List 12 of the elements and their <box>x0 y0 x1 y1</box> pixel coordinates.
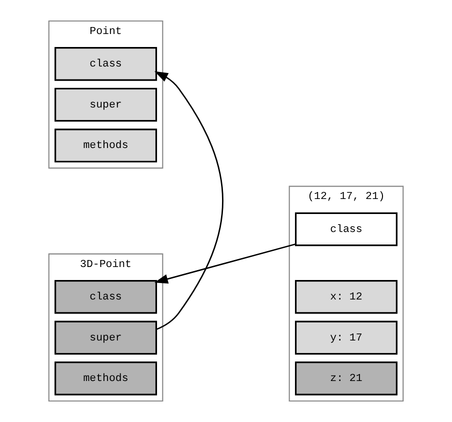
arrow <box>154 71 224 330</box>
node-box: methods <box>54 362 158 396</box>
node-box: class <box>54 47 158 81</box>
node-box: super <box>54 88 158 122</box>
node-box: y: 17 <box>294 320 398 355</box>
node-box: z: 21 <box>294 362 398 396</box>
node-box: class <box>54 280 158 314</box>
node-box: class <box>294 212 398 246</box>
node-box: methods <box>54 128 158 162</box>
node-box: x: 12 <box>294 280 398 314</box>
arrow <box>154 243 296 284</box>
node-box: super <box>54 320 158 355</box>
